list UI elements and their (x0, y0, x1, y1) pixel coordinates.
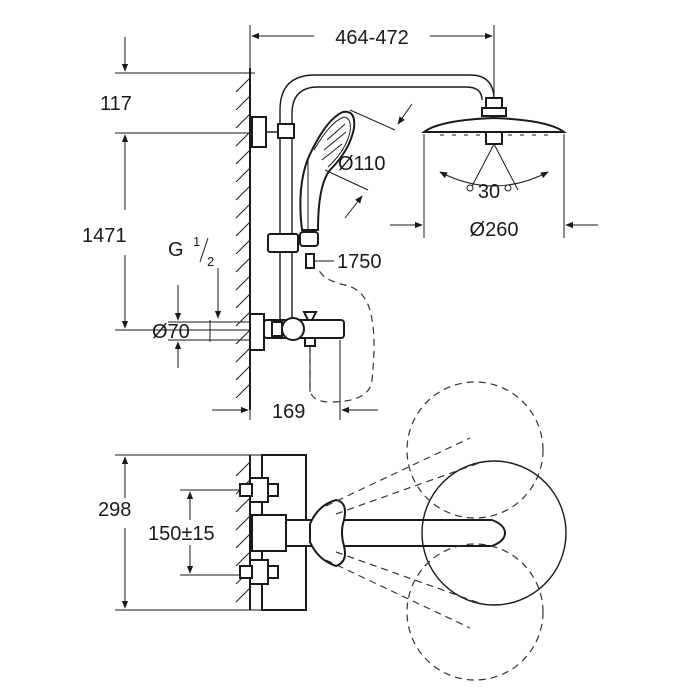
thermostat-mixer (249, 267, 375, 403)
dim-150-label: 150±15 (148, 523, 215, 545)
dimension-150: 150±15 (148, 489, 250, 576)
height-1750-label: 1750 (337, 251, 382, 273)
dimension-169: 169 (212, 340, 378, 423)
thread-denominator: 2 (207, 254, 214, 269)
dimension-rosette: Ø70 (152, 285, 252, 368)
rosette-diameter-label: Ø70 (152, 321, 190, 343)
dimension-angle: 30 (439, 143, 549, 203)
hand-diameter-label: Ø110 (338, 153, 385, 175)
dimension-heights-left: 117 1471 (82, 37, 255, 331)
height-117-label: 117 (100, 93, 132, 115)
head-diameter-label: Ø260 (470, 219, 519, 241)
shower-column: 1750 (251, 74, 495, 330)
front-view: 464-472 117 1471 1750 (82, 25, 598, 423)
rotated-positions (325, 381, 544, 681)
thread-numerator: 1 (193, 234, 200, 249)
head-shower-top (421, 460, 567, 606)
dimension-head-diameter: Ø260 (390, 134, 598, 241)
wall-front (235, 68, 251, 410)
shower-arm-top (285, 498, 507, 568)
top-view: 298 150±15 (98, 381, 567, 681)
top-wall-bracket (251, 116, 267, 148)
angle-30-label: 30 (478, 181, 500, 203)
height-1471-label: 1471 (82, 225, 127, 247)
hand-shower-slider (267, 233, 299, 253)
dimension-hand-diameter: Ø110 (324, 103, 413, 219)
dimension-width: 464-472 (249, 25, 495, 95)
wall-top (235, 455, 251, 610)
width-range-label: 464-472 (335, 27, 408, 49)
thread-g-label: G (168, 239, 184, 261)
dim-169-label: 169 (272, 401, 305, 423)
mixer-connector (249, 313, 265, 351)
thread-label: G 1 2 (168, 234, 222, 319)
dim-298-label: 298 (98, 499, 131, 521)
head-shower (420, 97, 568, 145)
